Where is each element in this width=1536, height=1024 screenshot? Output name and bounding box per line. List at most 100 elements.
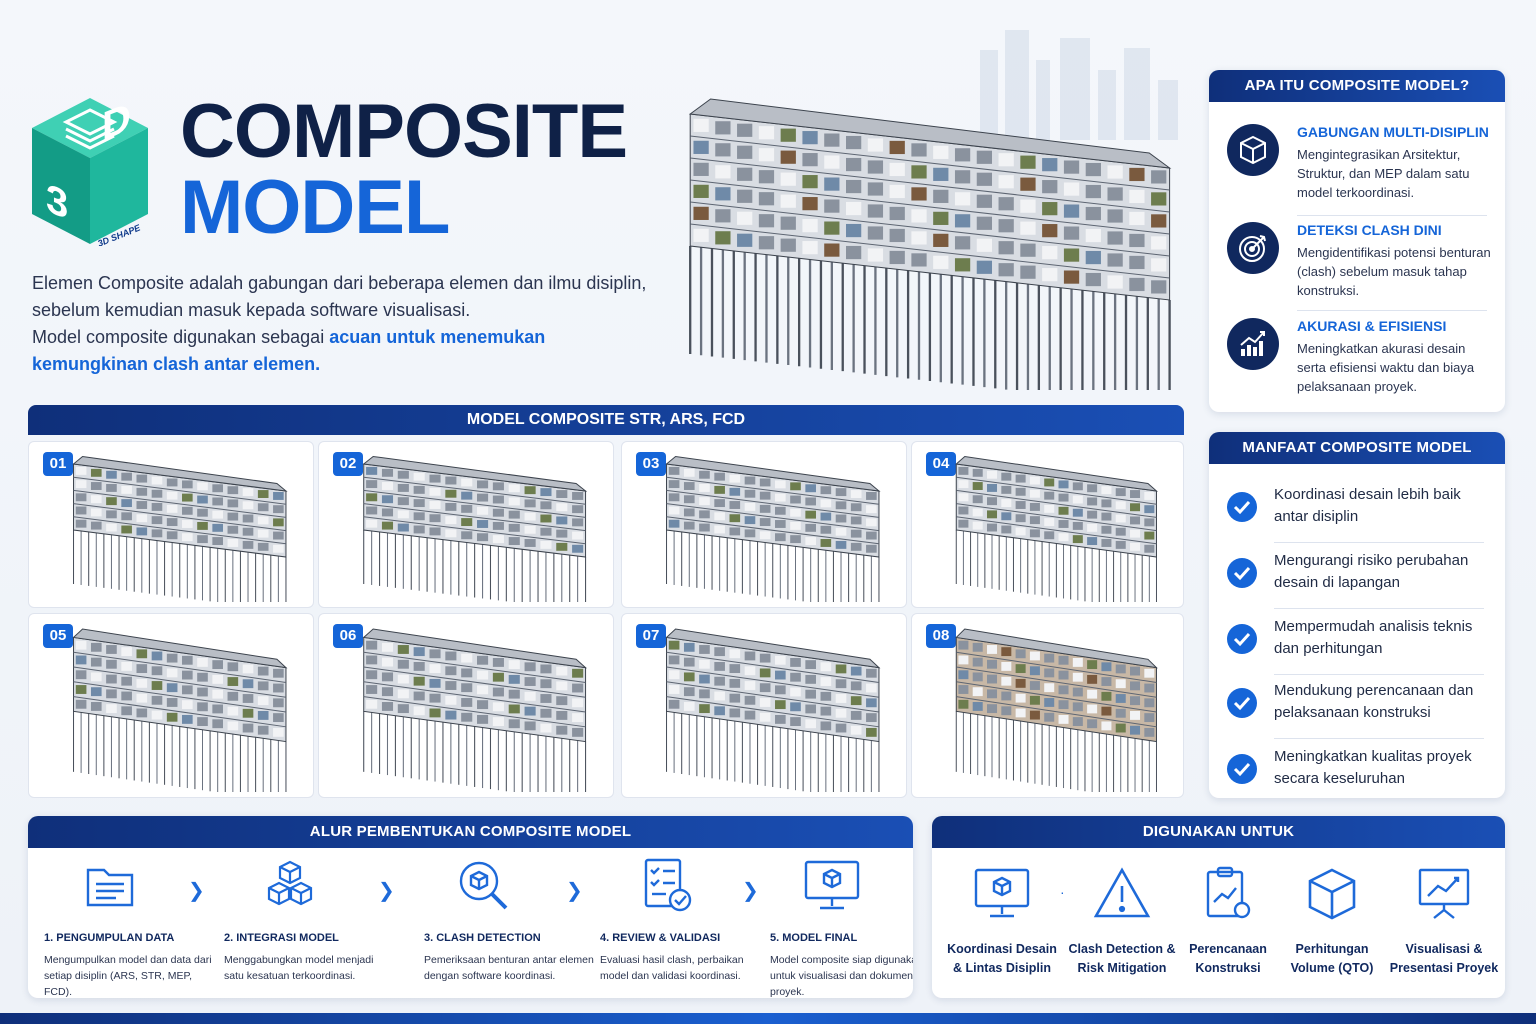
card-number-badge: 07 [636, 624, 666, 648]
apa-item-desc: Mengintegrasikan Arsitektur, Struktur, d… [1297, 147, 1470, 200]
model-thumbnail-08 [955, 628, 1158, 792]
alur-heading: ALUR PEMBENTUKAN COMPOSITE MODEL [28, 816, 913, 848]
card-number-badge: 01 [43, 452, 73, 476]
pile-columns [955, 530, 1157, 602]
intro-text: Elemen Composite adalah gabungan dari be… [32, 270, 652, 378]
model-card-01[interactable]: 01 [28, 441, 314, 608]
card-number-badge: 02 [333, 452, 363, 476]
model-thumbnail-05 [72, 628, 288, 792]
apa-item-title: GABUNGAN MULTI-DISIPLIN [1297, 124, 1489, 140]
model-card-04[interactable]: 04 [911, 441, 1184, 608]
model-thumbnail-07 [665, 628, 881, 792]
monitor-cube-icon [974, 868, 1030, 918]
use-item-volume: Perhitungan Volume (QTO) [1272, 864, 1392, 978]
hero-building-illustration [688, 30, 1178, 390]
flow-step-desc: Model composite siap digunakan untuk vis… [770, 954, 913, 998]
flow-step-desc: Evaluasi hasil clash, perbaikan model da… [600, 954, 744, 982]
card-number-badge: 06 [333, 624, 363, 648]
check-circle-icon [1227, 492, 1257, 522]
manfaat-item-text: Mengurangi risiko perubahan desain di la… [1274, 552, 1469, 591]
flow-step-title: 3. CLASH DETECTION [424, 932, 541, 944]
flow-step-desc: Pemeriksaan benturan antar elemen dengan… [424, 954, 594, 982]
apa-item-multidisiplin: GABUNGAN MULTI-DISIPLIN Mengintegrasikan… [1227, 124, 1491, 214]
box-icon [1308, 868, 1356, 920]
use-item-label: Perencanaan Konstruksi [1189, 942, 1267, 975]
pile-columns [73, 530, 287, 602]
use-item-koordinasi: Koordinasi Desain & Lintas Disiplin [942, 864, 1062, 978]
target-icon [1227, 222, 1279, 274]
page-title-line2: MODEL [180, 165, 450, 250]
model-thumbnail-06 [362, 628, 588, 792]
bottom-bar [0, 1013, 1536, 1024]
apa-item-desc: Meningkatkan akurasi desain serta efisie… [1297, 341, 1475, 394]
apa-itu-heading: APA ITU COMPOSITE MODEL? [1209, 70, 1505, 102]
manfaat-panel: MANFAAT COMPOSITE MODEL Koordinasi desai… [1209, 432, 1505, 798]
apa-item-akurasi: AKURASI & EFISIENSI Meningkatkan akurasi… [1227, 318, 1491, 408]
use-item-visualisasi: Visualisasi & Presentasi Proyek [1384, 864, 1504, 978]
use-item-label: Clash Detection & Risk Mitigation [1068, 942, 1176, 975]
separator-dot: · [1060, 884, 1065, 900]
3d-shape-logo: 3 D 3D SHAPE [32, 96, 148, 246]
flow-step-title: 4. REVIEW & VALIDASI [600, 932, 721, 944]
card-number-badge: 03 [636, 452, 666, 476]
card-number-badge: 05 [43, 624, 73, 648]
model-card-05[interactable]: 05 [28, 613, 314, 798]
checklist-icon [644, 858, 692, 912]
monitor-cube-icon [804, 860, 860, 910]
pile-columns [689, 246, 1171, 390]
apa-item-desc: Mengidentifikasi potensi benturan (clash… [1297, 245, 1491, 298]
manfaat-heading: MANFAAT COMPOSITE MODEL [1209, 432, 1505, 464]
pile-columns [73, 711, 287, 792]
model-card-06[interactable]: 06 [318, 613, 614, 798]
model-thumbnail-04 [955, 455, 1159, 602]
logo-3-glyph: 3 [46, 174, 68, 228]
manfaat-item: Meningkatkan kualitas proyek secara kese… [1227, 746, 1497, 798]
pile-columns [666, 530, 880, 602]
intro-plain: Model composite digunakan sebagai [32, 327, 330, 347]
flow-step-title: 2. INTEGRASI MODEL [224, 932, 339, 944]
apa-itu-panel: APA ITU COMPOSITE MODEL? GABUNGAN MULTI-… [1209, 70, 1505, 412]
manfaat-item: Mempermudah analisis teknis dan perhitun… [1227, 616, 1497, 676]
manfaat-item: Mendukung perencanaan dan pelaksanaan ko… [1227, 680, 1497, 740]
chart-up-icon [1227, 318, 1279, 370]
flow-arrow-icon: ❯ [188, 880, 205, 902]
flow-arrow-icon: ❯ [566, 880, 583, 902]
use-item-label: Visualisasi & Presentasi Proyek [1389, 942, 1499, 975]
model-grid-heading: MODEL COMPOSITE STR, ARS, FCD [28, 405, 1184, 435]
pile-columns [666, 711, 880, 792]
use-item-label: Perhitungan Volume (QTO) [1290, 942, 1374, 975]
flow-step-desc: Mengumpulkan model dan data dari setiap … [44, 954, 212, 998]
manfaat-item: Koordinasi desain lebih baik antar disip… [1227, 484, 1497, 544]
apa-item-title: DETEKSI CLASH DINI [1297, 222, 1442, 238]
use-item-perencanaan: Perencanaan Konstruksi [1168, 864, 1288, 978]
intro-paragraph-1: Elemen Composite adalah gabungan dari be… [32, 273, 647, 320]
check-circle-icon [1227, 558, 1257, 588]
flow-step-title: 1. PENGUMPULAN DATA [44, 932, 175, 944]
digunakan-panel: DIGUNAKAN UNTUK Koordinasi Desain & Lint… [932, 816, 1505, 998]
magnifier-cube-icon [459, 861, 508, 910]
apa-item-clash: DETEKSI CLASH DINI Mengidentifikasi pote… [1227, 222, 1491, 312]
clipboard-chart-icon [1206, 866, 1251, 919]
card-number-badge: 04 [926, 452, 956, 476]
manfaat-item: Mengurangi risiko perubahan desain di la… [1227, 550, 1497, 610]
card-number-badge: 08 [926, 624, 956, 648]
use-item-label: Koordinasi Desain & Lintas Disiplin [947, 942, 1057, 975]
flow-arrow-icon: ❯ [378, 880, 395, 902]
manfaat-item-text: Mendukung perencanaan dan pelaksanaan ko… [1274, 682, 1474, 721]
check-circle-icon [1227, 624, 1257, 654]
model-card-03[interactable]: 03 [621, 441, 907, 608]
folder-icon [86, 868, 134, 907]
model-card-02[interactable]: 02 [318, 441, 614, 608]
warning-icon [1093, 867, 1151, 918]
manfaat-item-text: Koordinasi desain lebih baik antar disip… [1274, 486, 1461, 525]
model-card-08[interactable]: 08 [911, 613, 1184, 798]
flow-arrow-icon: ❯ [742, 880, 759, 902]
alur-panel: ALUR PEMBENTUKAN COMPOSITE MODEL 1. PENG… [28, 816, 913, 998]
cubes-icon [267, 860, 313, 906]
model-card-07[interactable]: 07 [621, 613, 907, 798]
model-thumbnail-02 [362, 455, 588, 602]
intro-paragraph-2: Model composite digunakan sebagai acuan … [32, 324, 652, 378]
model-thumbnail-01 [72, 455, 288, 602]
pile-columns [363, 530, 587, 602]
pile-columns [955, 711, 1157, 792]
